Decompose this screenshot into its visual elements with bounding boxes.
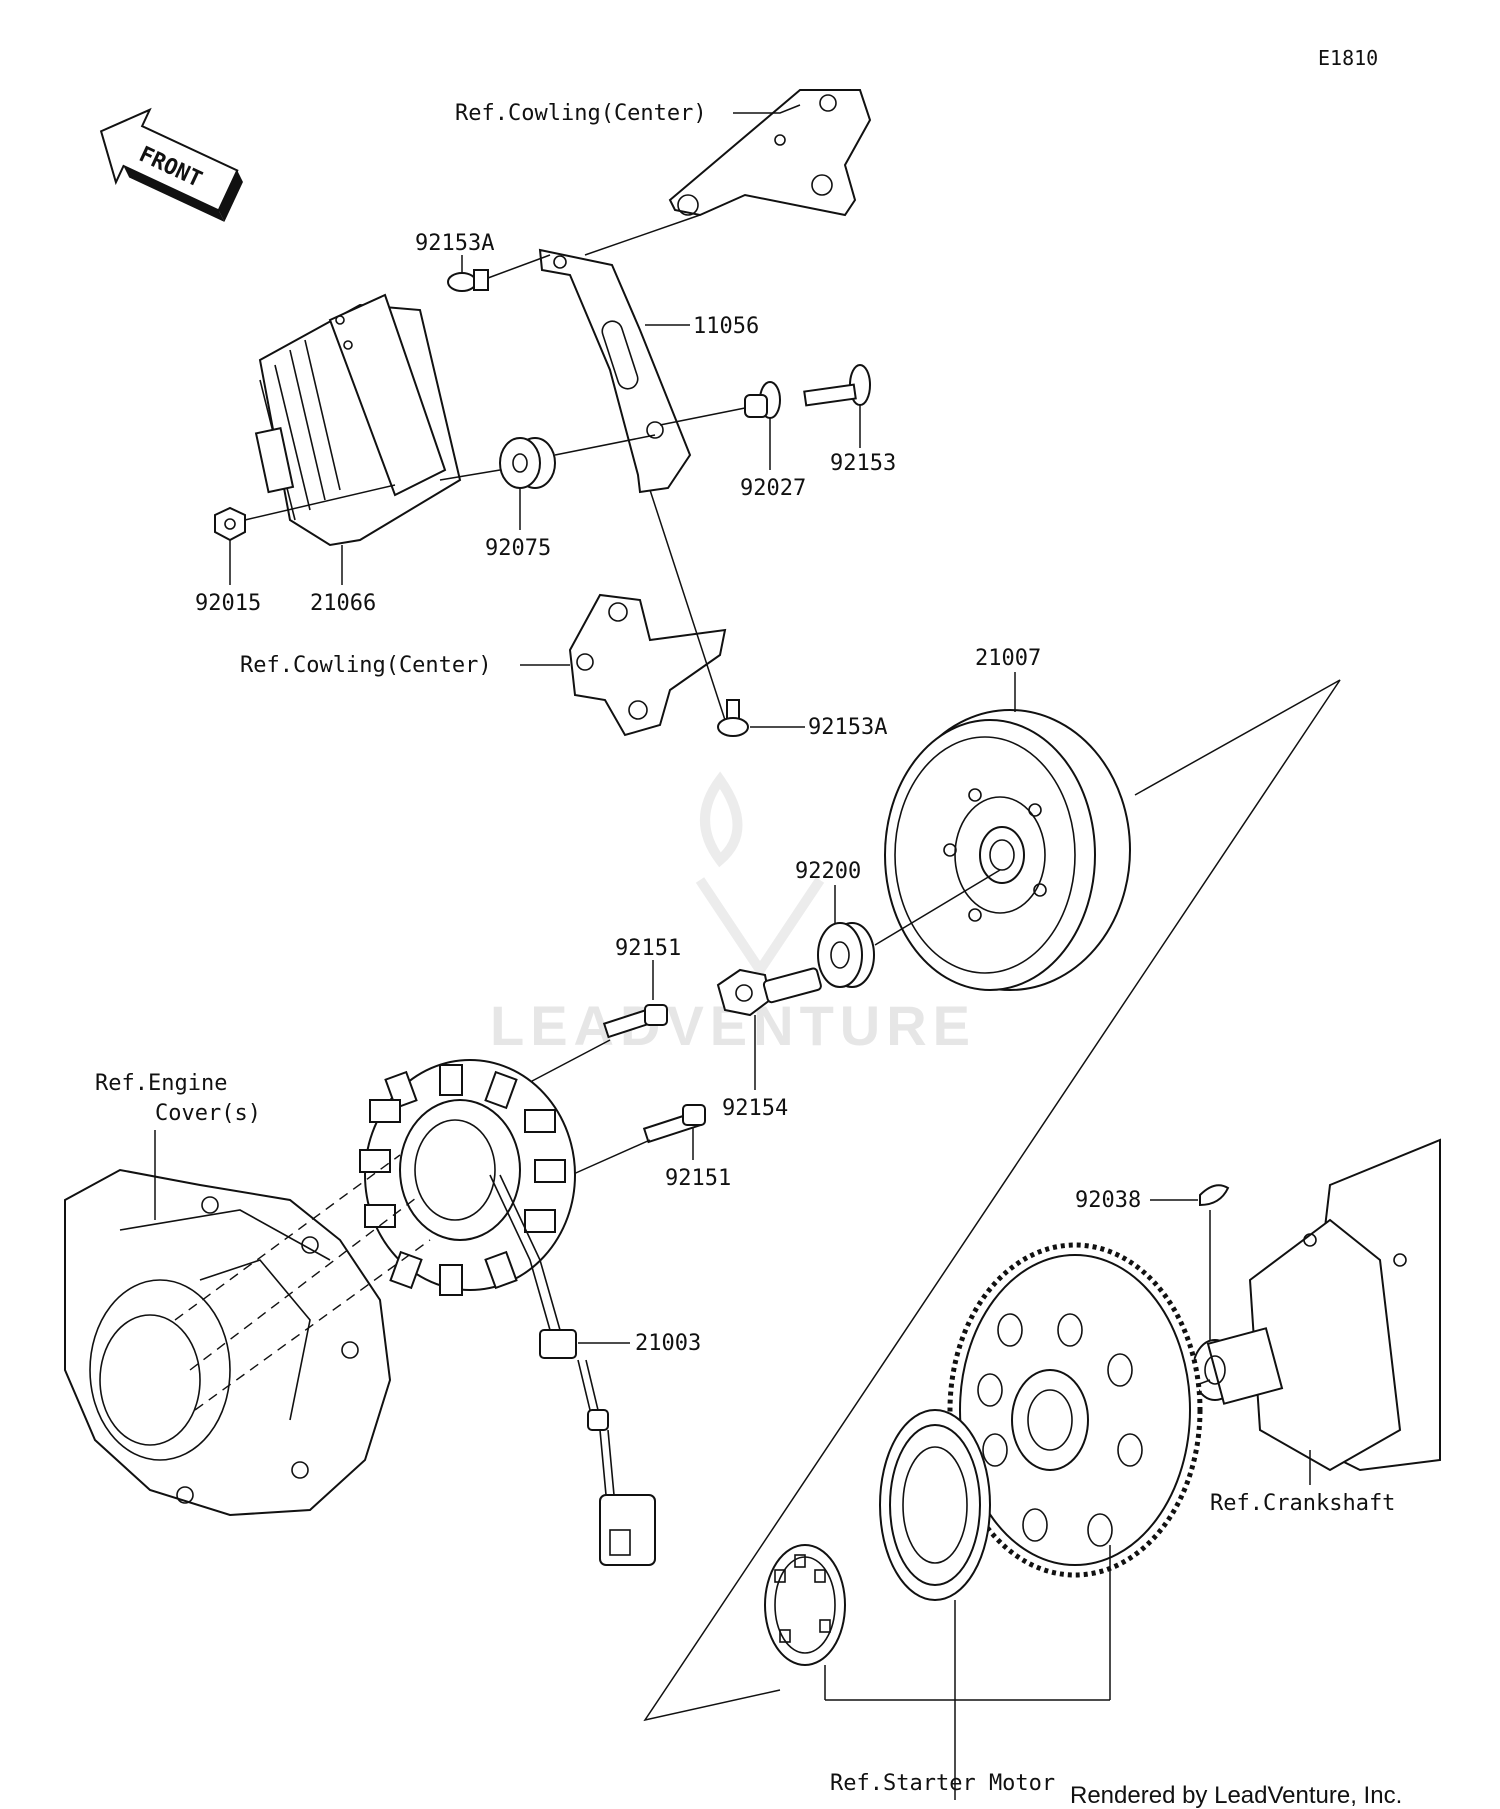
engine-cover — [64, 1130, 431, 1517]
label-92153A-bottom: 92153A — [808, 715, 887, 740]
label-92151-bottom: 92151 — [665, 1166, 731, 1191]
label-ref-engine-cover-line2: Cover(s) — [155, 1101, 261, 1126]
rotor-21007 — [884, 672, 1131, 991]
rotor-group-outline — [643, 679, 1341, 1722]
collar-92027 — [659, 381, 781, 470]
starter-clutch-outer — [879, 1409, 991, 1800]
label-21066: 21066 — [310, 591, 376, 616]
bolt-92153A-bottom — [717, 699, 805, 737]
label-ref-crankshaft: Ref.Crankshaft — [1210, 1491, 1395, 1516]
cowling-bracket-top — [584, 89, 872, 256]
label-92153: 92153 — [830, 451, 896, 476]
bolt-92151-top — [514, 960, 668, 1091]
label-92027: 92027 — [740, 476, 806, 501]
label-21007: 21007 — [975, 646, 1041, 671]
label-21003: 21003 — [635, 1331, 701, 1356]
grommet-92075 — [439, 434, 656, 530]
bolt-92153A-top — [447, 254, 551, 292]
label-92015: 92015 — [195, 591, 261, 616]
label-ref-engine-cover-line1: Ref.Engine — [95, 1071, 227, 1096]
bolt-92153 — [803, 364, 871, 448]
label-92200: 92200 — [795, 859, 861, 884]
label-92153A-top: 92153A — [415, 231, 494, 256]
label-11056: 11056 — [693, 314, 759, 339]
label-92151-top: 92151 — [615, 936, 681, 961]
starter-gear — [947, 1242, 1203, 1700]
one-way-clutch — [764, 1544, 846, 1700]
bolt-92154 — [716, 967, 822, 1090]
key-92038 — [1150, 1184, 1230, 1360]
label-ref-cowling-top: Ref.Cowling(Center) — [455, 101, 707, 126]
front-arrow-icon: FRONT — [99, 107, 243, 222]
stator-21003 — [359, 1059, 656, 1566]
crankshaft — [1169, 1138, 1441, 1485]
label-92154: 92154 — [722, 1096, 788, 1121]
cowling-bracket-bottom — [520, 489, 727, 737]
nut-92015 — [214, 484, 396, 585]
bracket-11056 — [538, 248, 692, 494]
label-92075: 92075 — [485, 536, 551, 561]
regulator-21066 — [254, 293, 462, 585]
diagram-code: E1810 — [1318, 46, 1378, 70]
label-ref-cowling-bottom: Ref.Cowling(Center) — [240, 653, 492, 678]
label-92038: 92038 — [1075, 1188, 1141, 1213]
footer-credit: Rendered by LeadVenture, Inc. — [1070, 1782, 1402, 1809]
label-ref-starter-motor: Ref.Starter Motor — [830, 1771, 1055, 1796]
washer-92200 — [817, 869, 1001, 988]
